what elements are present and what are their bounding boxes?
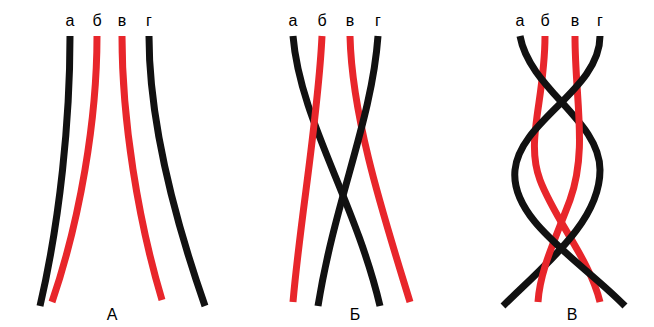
- strand-letter: а: [289, 12, 298, 30]
- red-strand: [293, 36, 322, 302]
- strand-letter: в: [346, 12, 355, 30]
- strand-letter: г: [597, 12, 603, 30]
- strand-letter: в: [118, 12, 127, 30]
- red-strand: [350, 36, 410, 302]
- black-strand: [149, 36, 205, 306]
- strand-letter: б: [317, 12, 326, 30]
- panel-label: А: [105, 306, 120, 324]
- strand-letter: г: [375, 12, 381, 30]
- black-strand: [515, 36, 625, 306]
- strand-letter: а: [66, 12, 75, 30]
- red-strand: [534, 36, 600, 302]
- strand-letter: б: [540, 12, 549, 30]
- panel-label: В: [565, 306, 580, 324]
- black-strand: [293, 36, 380, 306]
- red-strand: [122, 36, 162, 300]
- strand-letter: б: [92, 12, 101, 30]
- black-strand: [318, 36, 378, 306]
- strand-letter: в: [571, 12, 580, 30]
- red-strand: [52, 36, 97, 302]
- strand-letter: г: [146, 12, 152, 30]
- panel-label: Б: [348, 306, 363, 324]
- strand-letter: а: [516, 12, 525, 30]
